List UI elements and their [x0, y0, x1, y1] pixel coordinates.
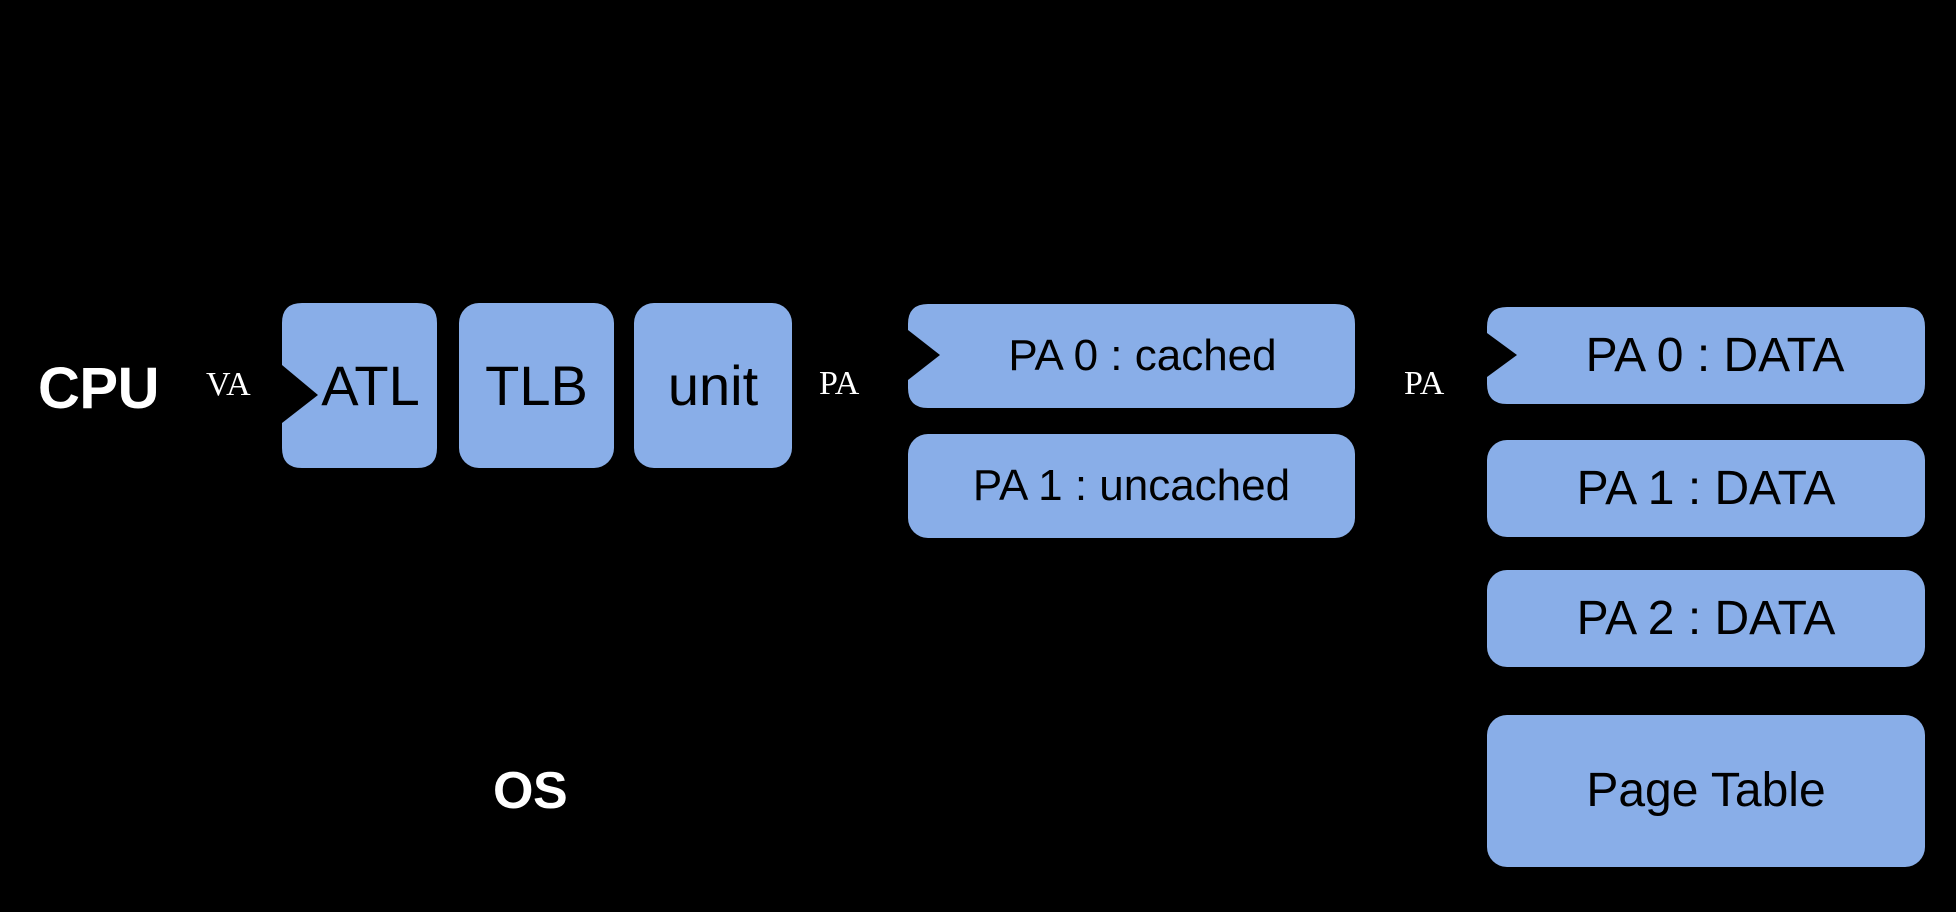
os-label: OS [493, 762, 568, 820]
cpu-label: CPU [38, 356, 159, 421]
memory-entry-0-box[interactable]: PA 0 : DATA [1487, 307, 1925, 404]
cache-entry-0-label: PA 0 : cached [1008, 331, 1277, 380]
memory-entry-0-shape [1487, 307, 1925, 404]
memory-entry-0-label: PA 0 : DATA [1585, 329, 1845, 382]
va-edge-label: VA [206, 366, 251, 403]
page-table-label: Page Table [1586, 764, 1826, 817]
memory-entry-1-label: PA 1 : DATA [1576, 461, 1836, 515]
memory-entry-2-box[interactable]: PA 2 : DATA [1487, 570, 1925, 667]
tlb-box[interactable]: TLB [459, 303, 614, 468]
unit-box[interactable]: unit [634, 303, 792, 468]
cache-entry-0-box[interactable]: PA 0 : cached [908, 304, 1355, 408]
tlb-box-label: TLB [485, 353, 588, 417]
atl-box[interactable]: ATL [282, 303, 437, 468]
cache-entry-1-label: PA 1 : uncached [972, 461, 1291, 510]
pa-edge-label-right: PA [1404, 365, 1445, 402]
memory-entry-1-box[interactable]: PA 1 : DATA [1487, 440, 1925, 537]
unit-box-label: unit [667, 353, 759, 417]
atl-box-label: ATL [321, 354, 420, 417]
page-table-box[interactable]: Page Table [1487, 715, 1925, 867]
pa-edge-label-middle: PA [819, 365, 860, 402]
cache-entry-0-shape [908, 304, 1355, 408]
memory-entry-2-label: PA 2 : DATA [1576, 591, 1836, 645]
cache-entry-1-box[interactable]: PA 1 : uncached [908, 434, 1355, 538]
atl-box-shape [282, 303, 437, 468]
